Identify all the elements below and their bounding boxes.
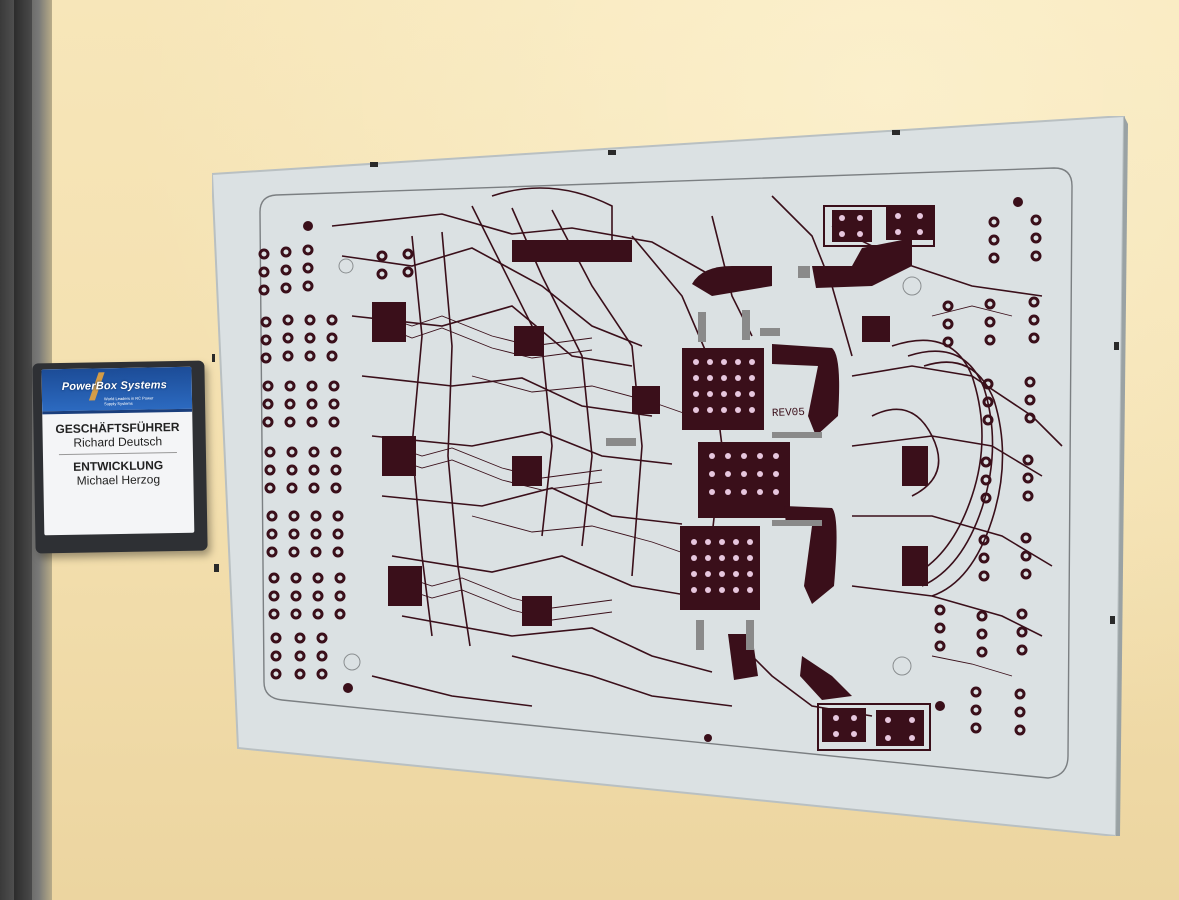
company-logo: PowerBox Systems [61, 379, 168, 394]
through-hole-pads-left [258, 244, 414, 680]
name-plate-card: PowerBox Systems World Leaders in RC Pow… [41, 366, 195, 536]
role-title-ceo: GESCHÄFTSFÜHRER [55, 419, 180, 437]
ic-chips [372, 240, 928, 626]
pad-vias [691, 213, 923, 741]
board-revision-label: REV05 [772, 407, 805, 420]
mounting-holes [303, 197, 1023, 742]
frame-clips [212, 130, 1119, 624]
fiducials [338, 258, 922, 676]
frame-shadow [1116, 116, 1128, 836]
door-edge [14, 0, 32, 900]
name-plate: PowerBox Systems World Leaders in RC Pow… [32, 360, 208, 554]
logo-tagline: World Leaders in RC Power Supply Systems [103, 395, 154, 407]
pcb-artwork: REV05 [212, 116, 1128, 836]
through-hole-pads-right [934, 214, 1042, 736]
glass-frame [212, 116, 1126, 836]
logo-banner: PowerBox Systems World Leaders in RC Pow… [41, 366, 193, 415]
framed-pcb-poster: REV05 [212, 116, 1128, 836]
divider [58, 452, 177, 456]
role-name-ceo: Richard Deutsch [73, 434, 163, 450]
board-outline [259, 167, 1073, 779]
silkscreen-blocks [606, 266, 822, 650]
role-name-development: Michael Herzog [76, 472, 161, 488]
pcb-fine-traces [381, 305, 1013, 677]
